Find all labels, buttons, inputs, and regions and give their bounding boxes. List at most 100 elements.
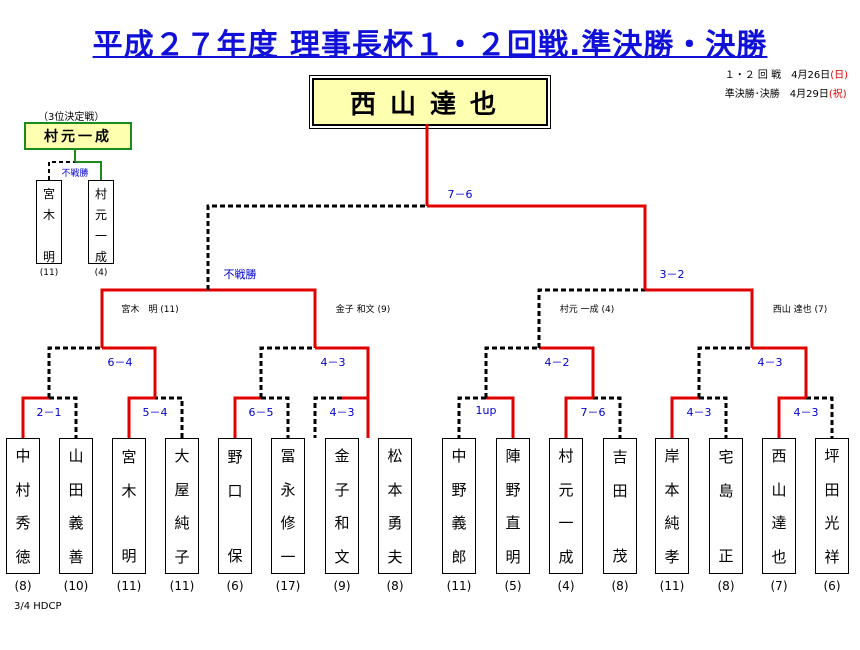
player-hdcp: (5): [504, 579, 522, 593]
third-place-caption: （3位決定戦）: [38, 112, 105, 123]
player-name-char: 秀: [15, 514, 31, 533]
player-name-char: 冨: [280, 447, 296, 466]
third-place-name-char: 一: [94, 229, 107, 243]
player-name-char: 山: [771, 480, 787, 499]
semi-score: 不戦勝: [223, 268, 257, 281]
player-box: 冨永修一: [271, 438, 305, 574]
player-box: 陣野直明: [496, 438, 530, 574]
player-name-char: 孝: [664, 547, 680, 566]
player-hdcp: (17): [275, 579, 301, 593]
round1-score: 5－4: [142, 406, 168, 419]
player-name-char: 子: [174, 547, 190, 566]
player-hdcp: (11): [659, 579, 685, 593]
player-name-char: 正: [718, 547, 734, 566]
player-box: 坪田光祥: [815, 438, 849, 574]
player-name-char: 直: [505, 514, 521, 533]
player-name-char: 茂: [612, 547, 628, 566]
player-name-char: 金: [334, 447, 350, 466]
player-box: 中村秀徳: [6, 438, 40, 574]
player-box: 岸本純孝: [655, 438, 689, 574]
player-box: 宮木明: [112, 438, 146, 574]
player-hdcp: (8): [14, 579, 32, 593]
player-name-char: 野: [505, 480, 521, 499]
player-name-char: 屋: [174, 480, 190, 499]
round2-score: 4－3: [320, 356, 346, 369]
player-name-char: 成: [558, 547, 574, 566]
player-name-char: 明: [121, 547, 137, 566]
player-hdcp: (7): [770, 579, 788, 593]
round1-score: 4－3: [686, 406, 712, 419]
player-name-char: 修: [280, 514, 296, 533]
player-hdcp: (4): [557, 579, 575, 593]
player-name-char: 夫: [387, 547, 403, 566]
third-place-hdcp: (4): [94, 268, 108, 278]
player-name-char: 西: [771, 447, 787, 466]
player-name-char: 松: [387, 447, 403, 466]
player-name-char: 田: [824, 480, 840, 499]
player-name-char: 田: [612, 481, 628, 500]
player-box: 村元一成: [549, 438, 583, 574]
player-box: 中野義郎: [442, 438, 476, 574]
player-name-char: 木: [121, 481, 137, 500]
player-box: 松本勇夫: [378, 438, 412, 574]
third-place-name-char: 明: [42, 249, 55, 264]
player-name-char: 本: [387, 480, 403, 499]
player-name-char: 口: [227, 481, 243, 500]
round2-winner: 宮木 明 (11): [121, 305, 179, 315]
round1-score: 7－6: [580, 406, 606, 419]
round2-score: 4－3: [757, 356, 783, 369]
third-place-hdcp: (11): [39, 268, 59, 278]
player-name-char: 吉: [612, 447, 628, 466]
player-name-char: 達: [771, 514, 787, 533]
player-box: 宅島正: [709, 438, 743, 574]
player-name-char: 子: [334, 480, 350, 499]
player-hdcp: (10): [63, 579, 89, 593]
semis-schedule: 準決勝･決勝 4月29日(祝): [724, 89, 847, 100]
player-hdcp: (11): [116, 579, 142, 593]
player-name-char: 光: [824, 514, 840, 533]
schedule-info: １・２ 回 戦 4月26日(日) 準決勝･決勝 4月29日(祝): [725, 66, 848, 104]
player-name-char: 宅: [718, 447, 734, 466]
round2-score: 6－4: [107, 356, 133, 369]
player-name-char: 勇: [387, 514, 403, 533]
round2-winner: 金子 和文 (9): [335, 305, 391, 315]
player-name-char: 純: [174, 514, 190, 533]
player-name-char: 島: [718, 481, 734, 500]
player-box: 山田義善: [59, 438, 93, 574]
round1-score: 2－1: [36, 406, 62, 419]
hdcp-note: 3/4 HDCP: [14, 601, 62, 612]
player-name-char: 一: [558, 514, 574, 533]
player-name-char: 陣: [505, 447, 521, 466]
player-name-char: 野: [451, 480, 467, 499]
third-place-name-char: 木: [42, 208, 55, 223]
player-name-char: 中: [15, 447, 31, 466]
round1-score: 4－3: [793, 406, 819, 419]
round1-score: 4－3: [329, 406, 355, 419]
round12-schedule: １・２ 回 戦 4月26日(日): [724, 70, 848, 81]
third-place-player-box: 宮木明: [36, 180, 62, 264]
player-name-char: 明: [505, 547, 521, 566]
player-name-char: 永: [280, 480, 296, 499]
round2-winner: 西山 達也 (7): [772, 305, 828, 315]
third-place-name-char: 村: [94, 187, 107, 201]
player-hdcp: (8): [386, 579, 404, 593]
player-name-char: 祥: [824, 547, 840, 566]
player-hdcp: (9): [333, 579, 351, 593]
final-score: 7－6: [447, 188, 473, 201]
player-name-char: 郎: [451, 547, 467, 566]
player-name-char: 一: [280, 547, 296, 566]
player-hdcp: (6): [823, 579, 841, 593]
player-name-char: 村: [558, 447, 574, 466]
round2-winner: 村元 一成 (4): [559, 305, 615, 315]
round2-score: 4－2: [544, 356, 570, 369]
champion-box: 西山達也: [312, 78, 548, 126]
player-name-char: 岸: [664, 447, 680, 466]
player-name-char: 村: [15, 480, 31, 499]
round1-score: 1up: [475, 404, 497, 417]
player-name-char: 宮: [121, 447, 137, 466]
player-name-char: 大: [174, 447, 190, 466]
player-name-char: 山: [68, 447, 84, 466]
player-box: 大屋純子: [165, 438, 199, 574]
player-name-char: 義: [68, 514, 84, 533]
